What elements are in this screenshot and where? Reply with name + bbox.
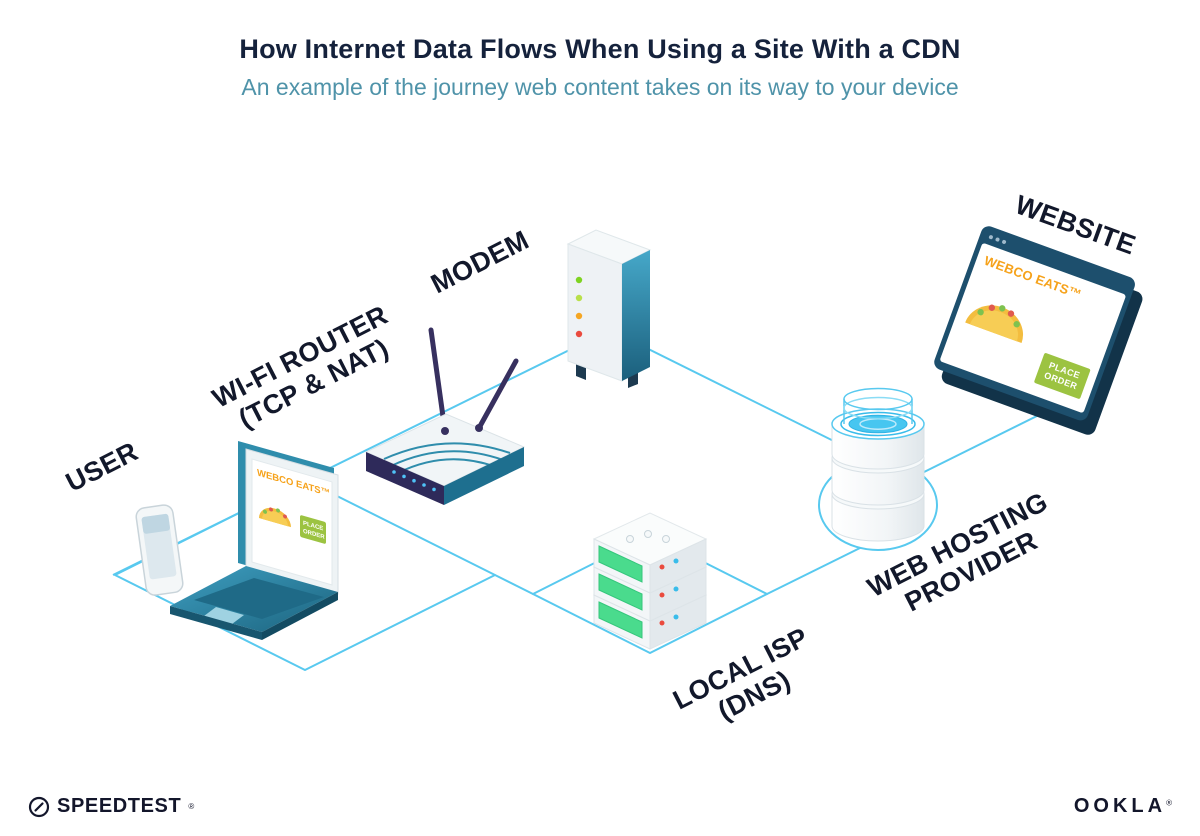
header: How Internet Data Flows When Using a Sit…: [0, 34, 1200, 101]
taco-image: [965, 304, 1024, 344]
user-laptop: WEBCO EATS™ PLACE ORDER: [135, 441, 339, 640]
website-browser-window: WEBCO EATS™ PLACE ORDER: [932, 224, 1138, 423]
footer: SPEEDTEST® OOKLA®: [0, 795, 1200, 818]
window-control-icon: [988, 234, 994, 240]
modem-side-face: [622, 250, 650, 381]
path-user-to-isp: [494, 574, 534, 595]
modem-status-leds: [575, 276, 583, 338]
user-phone: [135, 504, 184, 596]
path-hosting-to-website: [911, 411, 1046, 479]
ookla-trademark: ®: [1166, 798, 1172, 808]
laptop-taco-image: [259, 507, 291, 528]
ookla-logo: OOKLA®: [1074, 795, 1172, 818]
browser-page: WEBCO EATS™ PLACE ORDER: [939, 242, 1127, 414]
isp-server-top-buttons: [626, 530, 670, 543]
speedtest-wordmark: SPEEDTEST: [57, 795, 182, 817]
speedtest-gauge-icon: [28, 796, 50, 817]
modem-front-face: [567, 243, 623, 382]
router-antenna-right: [476, 358, 519, 431]
laptop-front-edge-left: [170, 606, 262, 640]
path-isp-to-hosting: [766, 546, 863, 595]
laptop-order-button: PLACE ORDER: [300, 515, 326, 544]
laptop-touchpad: [204, 607, 244, 624]
laptop-keyboard: [194, 578, 324, 619]
router-top-grooves: [383, 442, 511, 474]
window-control-icon: [994, 236, 1001, 243]
router-antenna-left: [428, 327, 448, 434]
laptop-screen-content: WEBCO EATS™ PLACE ORDER: [251, 458, 333, 586]
web-hosting-database: [818, 387, 938, 551]
window-control-icon: [1001, 239, 1007, 245]
page-subtitle: An example of the journey web content ta…: [241, 74, 959, 100]
page-title: How Internet Data Flows When Using a Sit…: [239, 34, 961, 64]
hosting-signal-rings: [843, 387, 913, 424]
speedtest-logo: SPEEDTEST ®: [28, 795, 194, 818]
speedtest-trademark: ®: [188, 802, 195, 811]
place-order-button[interactable]: PLACE ORDER: [1034, 352, 1091, 400]
router-status-leds: [392, 470, 436, 492]
router-side-face: [444, 447, 524, 505]
laptop-front-edge-right: [262, 592, 338, 640]
isp-server: [592, 512, 708, 650]
isp-server-tier-top: [592, 512, 708, 594]
modem-device: [566, 229, 652, 388]
ookla-wordmark: OOKLA: [1073, 795, 1167, 817]
hosting-water-fill: [848, 414, 908, 434]
router-front-face: [366, 452, 444, 505]
wifi-router: [364, 327, 526, 505]
